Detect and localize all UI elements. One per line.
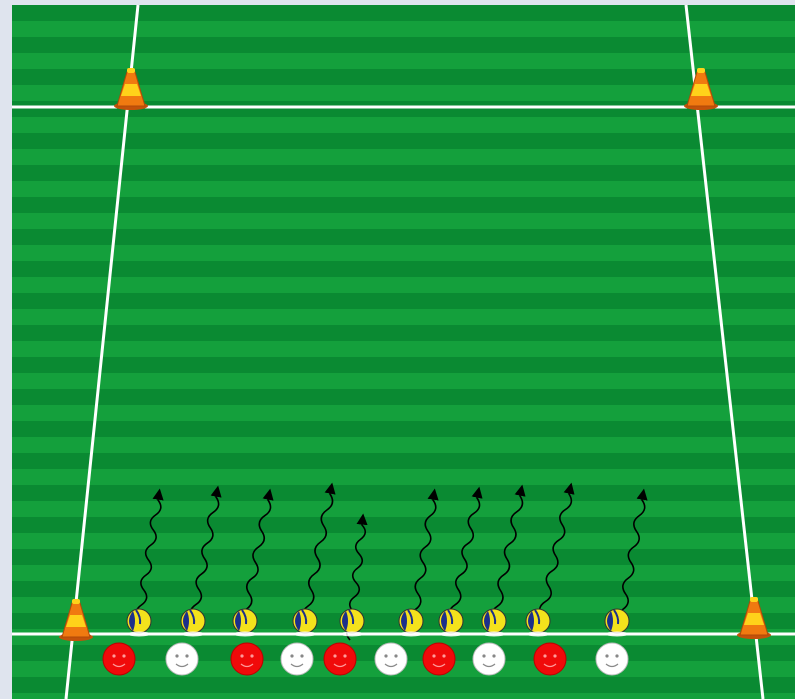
ball-icon xyxy=(605,609,629,637)
ball-icon xyxy=(526,609,550,637)
red-player-icon xyxy=(103,643,135,675)
red-player-icon xyxy=(423,643,455,675)
ball-icon xyxy=(293,609,317,637)
red-player-icon xyxy=(324,643,356,675)
ball-icon xyxy=(127,609,151,637)
ball-icon xyxy=(399,609,423,637)
white-player-icon xyxy=(473,643,505,675)
white-player-icon xyxy=(375,643,407,675)
ball-icon xyxy=(482,609,506,637)
ball-icon xyxy=(340,609,364,637)
ball-icon xyxy=(181,609,205,637)
white-player-icon xyxy=(281,643,313,675)
red-player-icon xyxy=(231,643,263,675)
ball-icon xyxy=(439,609,463,637)
ball-icon xyxy=(233,609,257,637)
white-player-icon xyxy=(166,643,198,675)
red-player-icon xyxy=(534,643,566,675)
white-player-icon xyxy=(596,643,628,675)
